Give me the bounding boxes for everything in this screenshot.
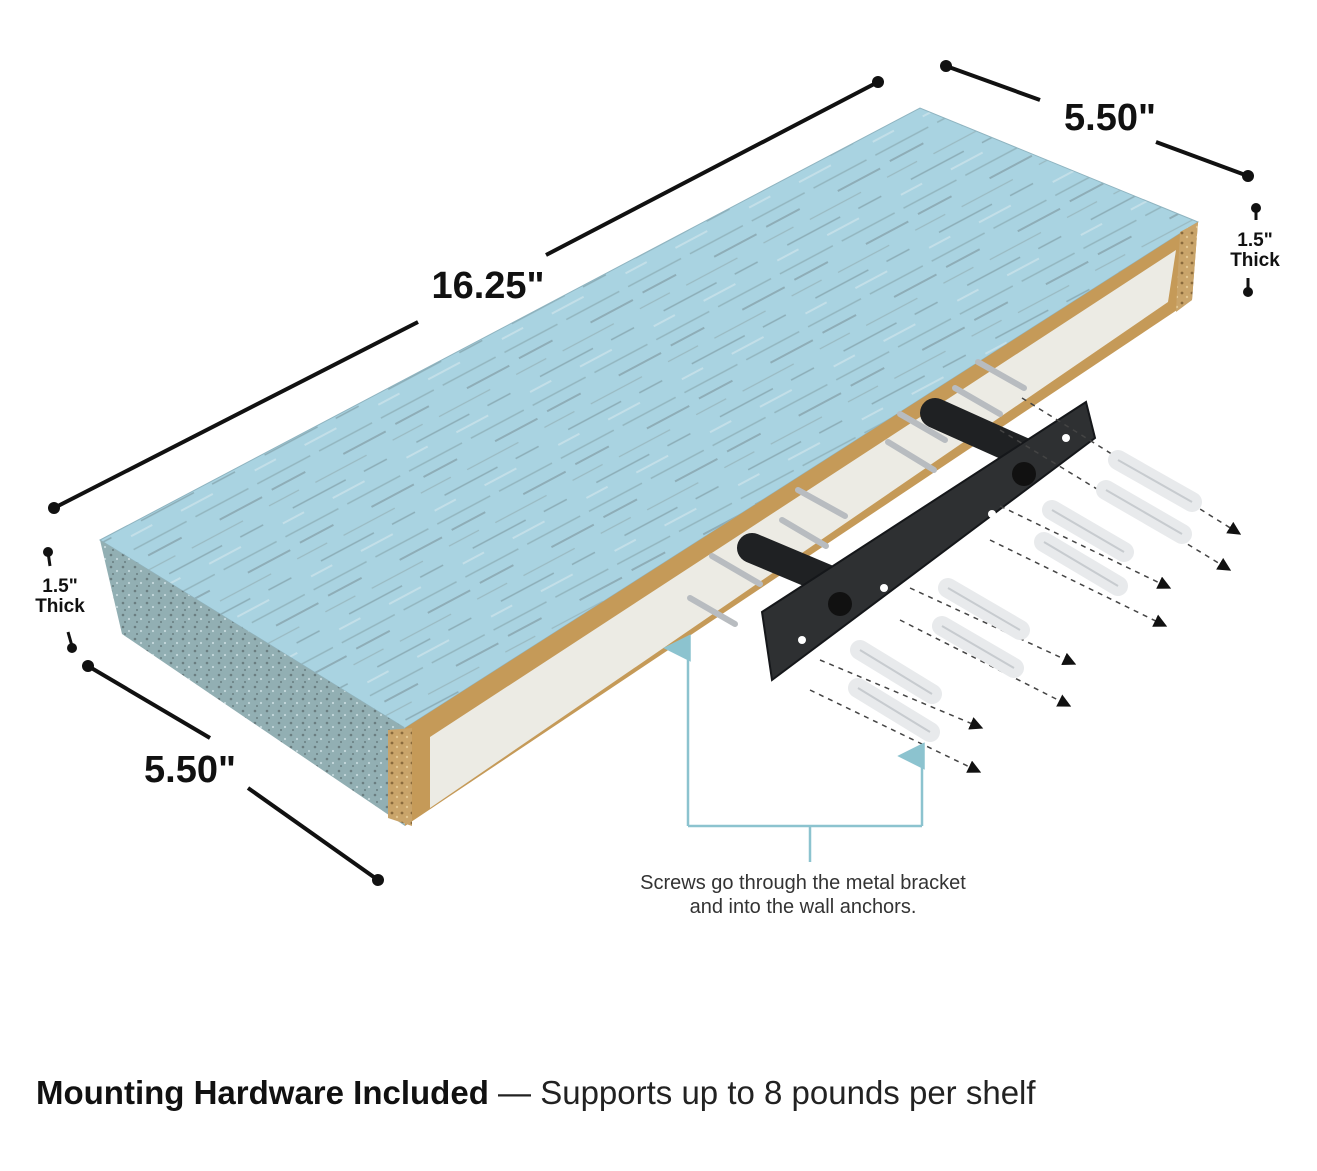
bracket-hole — [1062, 434, 1070, 442]
bracket-hole — [1012, 462, 1036, 486]
thickness-left-word: Thick — [35, 596, 85, 617]
depth-back-label: 5.50" — [1064, 97, 1156, 139]
depth-front-label: 5.50" — [144, 749, 236, 791]
dimension-depth-front: 5.50" — [82, 660, 384, 886]
dimension-depth-back: 5.50" — [940, 60, 1254, 182]
screw — [795, 487, 848, 519]
wall-anchor — [1096, 480, 1192, 544]
thickness-left-value: 1.5" — [42, 576, 77, 597]
screw — [709, 553, 763, 587]
shelf-particle-end — [388, 728, 412, 826]
wall-anchor — [1108, 450, 1202, 512]
guide-lines — [809, 397, 1242, 773]
length-label: 16.25" — [431, 265, 544, 307]
wall-anchor — [932, 616, 1024, 678]
dimension-thickness-left: 1.5" Thick — [35, 547, 85, 653]
bracket-hole — [880, 584, 888, 592]
wall-anchor — [848, 678, 940, 742]
shelf-particle-end-right — [1176, 222, 1198, 312]
dimension-length: 16.25" — [48, 76, 884, 514]
mounting-hardware — [687, 359, 1242, 773]
screw — [885, 439, 937, 473]
wall-anchor — [1042, 500, 1134, 562]
screw — [952, 385, 1003, 417]
footer-caption: Mounting Hardware Included — Supports up… — [36, 1074, 1036, 1112]
shelf-left-edge — [100, 540, 405, 826]
bracket-hole — [988, 510, 996, 518]
callout-connector — [663, 634, 925, 862]
wall-anchor — [938, 578, 1030, 640]
wall-anchor — [1034, 532, 1128, 596]
dimension-thickness-right: 1.5" Thick — [1230, 203, 1280, 297]
callout-line-2: and into the wall anchors. — [690, 896, 917, 918]
footer-subtitle: Supports up to 8 pounds per shelf — [540, 1074, 1036, 1111]
wall-anchor — [850, 640, 942, 704]
bracket-hole — [798, 636, 806, 644]
callout-line-1: Screws go through the metal bracket — [640, 872, 966, 894]
thickness-right-word: Thick — [1230, 250, 1280, 271]
thickness-right-value: 1.5" — [1237, 230, 1272, 251]
screw — [779, 517, 829, 549]
screw — [975, 359, 1027, 391]
footer-dash: — — [488, 1074, 541, 1111]
screw — [897, 411, 948, 443]
footer-title: Mounting Hardware Included — [36, 1074, 489, 1111]
screw — [687, 595, 738, 627]
bracket-rod-right — [920, 398, 1037, 467]
bracket-hole — [828, 592, 852, 616]
